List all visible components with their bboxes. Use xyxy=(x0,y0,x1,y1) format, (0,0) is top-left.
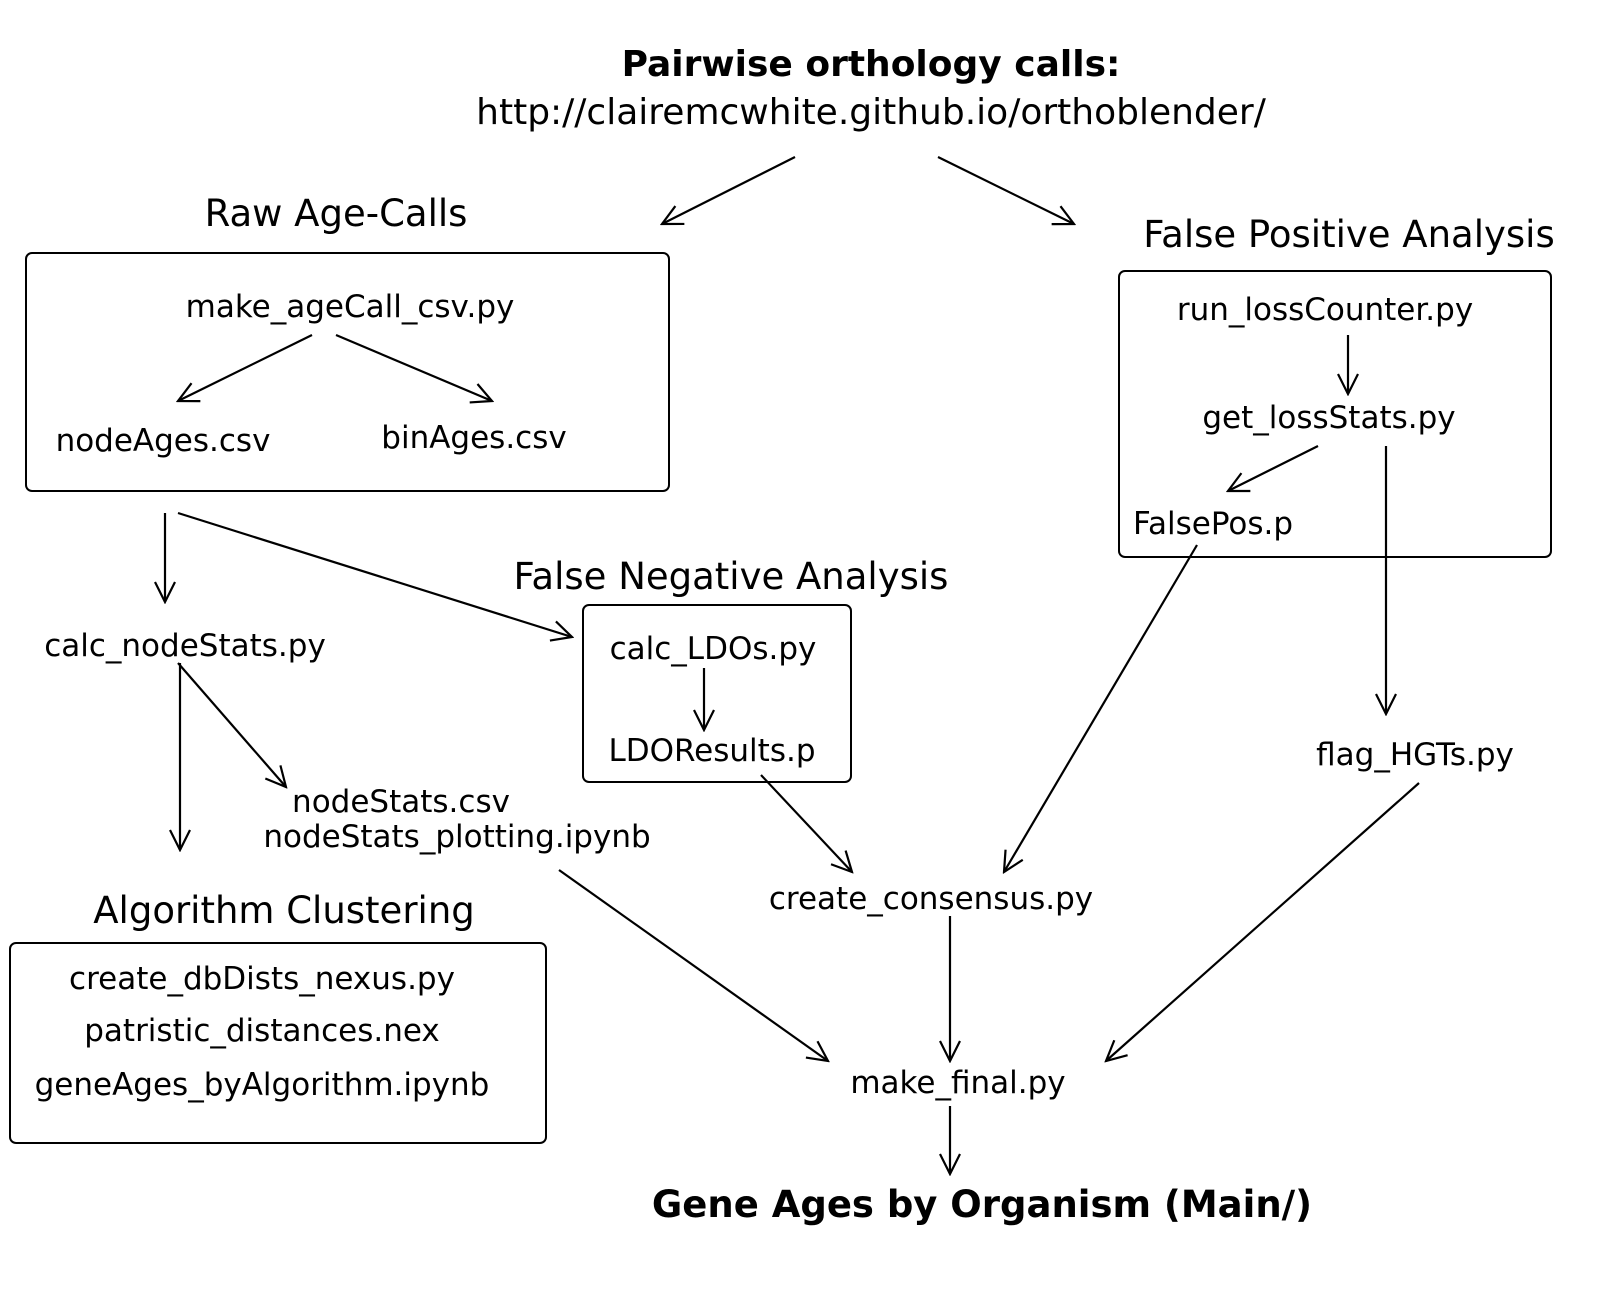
patristic-distances-file: patristic_distances.nex xyxy=(84,1013,440,1049)
arrow-falsepos-to-create-consensus xyxy=(1004,544,1198,872)
create-consensus-script: create_consensus.py xyxy=(768,881,1094,917)
false-positive-title: False Positive Analysis xyxy=(1143,213,1555,256)
arrow-flag-hgts-to-make-final xyxy=(1106,782,1420,1061)
calc-ldos-script: calc_LDOs.py xyxy=(609,631,817,667)
false-positive-box xyxy=(1118,270,1552,558)
arrow-make-agecall-to-binages xyxy=(335,333,492,401)
nodeages-file: nodeAges.csv xyxy=(55,423,271,459)
raw-age-calls-title: Raw Age-Calls xyxy=(204,192,468,235)
orthology-calls-title: Pairwise orthology calls: xyxy=(621,44,1121,85)
arrow-make-agecall-to-nodeages xyxy=(178,334,313,401)
geneages-byalgorithm-notebook: geneAges_byAlgorithm.ipynb xyxy=(34,1067,490,1103)
make-agecall-csv-script: make_ageCall_csv.py xyxy=(185,289,515,325)
arrow-raw-to-calc-ldos xyxy=(177,511,572,637)
false-negative-title: False Negative Analysis xyxy=(513,555,949,598)
arrow-calc-nodestats-to-nodestats-csv xyxy=(177,662,286,787)
raw-age-calls-box xyxy=(25,252,670,492)
binages-file: binAges.csv xyxy=(381,420,567,456)
nodestats-csv-file: nodeStats.csv xyxy=(292,784,510,820)
arrow-orthology-to-raw-age-calls xyxy=(662,156,796,224)
ldoresults-file: LDOResults.p xyxy=(608,733,816,769)
arrow-ldoresults-to-create-consensus xyxy=(760,774,852,872)
calc-nodestats-script: calc_nodeStats.py xyxy=(44,628,326,664)
nodestats-plotting-notebook: nodeStats_plotting.ipynb xyxy=(263,819,651,855)
make-final-script: make_final.py xyxy=(850,1065,1066,1101)
arrow-get-lossstats-to-falsepos xyxy=(1228,445,1319,491)
false-negative-box xyxy=(582,604,852,783)
gene-ages-result: Gene Ages by Organism (Main/) xyxy=(651,1183,1313,1226)
run-losscounter-script: run_lossCounter.py xyxy=(1176,292,1474,328)
arrow-orthology-to-false-positive xyxy=(937,156,1074,224)
falsepos-file: FalsePos.p xyxy=(1133,506,1294,542)
algorithm-clustering-box xyxy=(9,942,547,1144)
create-dbdists-nexus-script: create_dbDists_nexus.py xyxy=(69,961,455,997)
flag-hgts-script: flag_HGTs.py xyxy=(1316,737,1514,773)
orthology-calls-url: http://clairemcwhite.github.io/orthoblen… xyxy=(476,92,1266,133)
get-lossstats-script: get_lossStats.py xyxy=(1202,400,1456,436)
arrow-nodestats-to-make-final xyxy=(558,869,828,1061)
algorithm-clustering-title: Algorithm Clustering xyxy=(93,889,475,932)
